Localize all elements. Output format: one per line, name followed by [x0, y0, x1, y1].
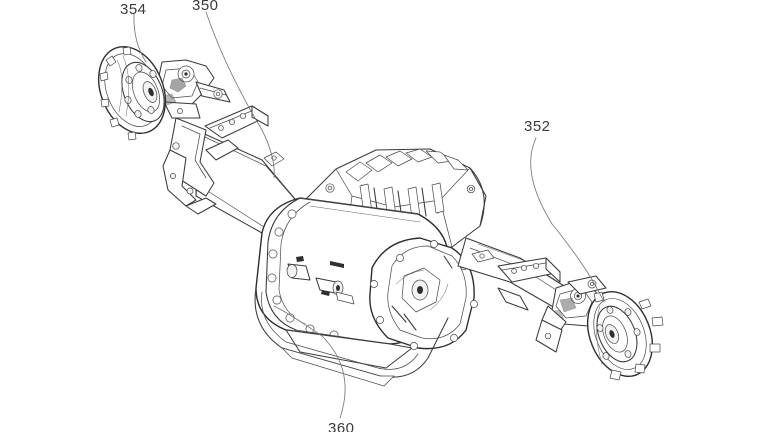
reference-label-360: 360 — [328, 420, 355, 432]
reference-label-354: 354 — [120, 1, 147, 18]
suspension-bracket-left — [162, 117, 217, 215]
reference-label-352: 352 — [524, 118, 551, 135]
leader-line-350 — [205, 11, 275, 179]
brake-caliper-left — [155, 59, 231, 119]
reference-label-350: 350 — [192, 0, 219, 14]
differential-cover — [369, 237, 478, 350]
center-drive-unit-housing — [254, 287, 449, 387]
suspension-bracket-right — [535, 319, 563, 353]
leader-line-352 — [530, 137, 605, 303]
leader-line-354 — [133, 13, 147, 63]
right-wheel-hub-assembly — [586, 290, 664, 381]
left-wheel-hub-assembly — [97, 45, 167, 141]
leader-line-360 — [273, 305, 346, 419]
left-axle-tube — [195, 105, 305, 234]
